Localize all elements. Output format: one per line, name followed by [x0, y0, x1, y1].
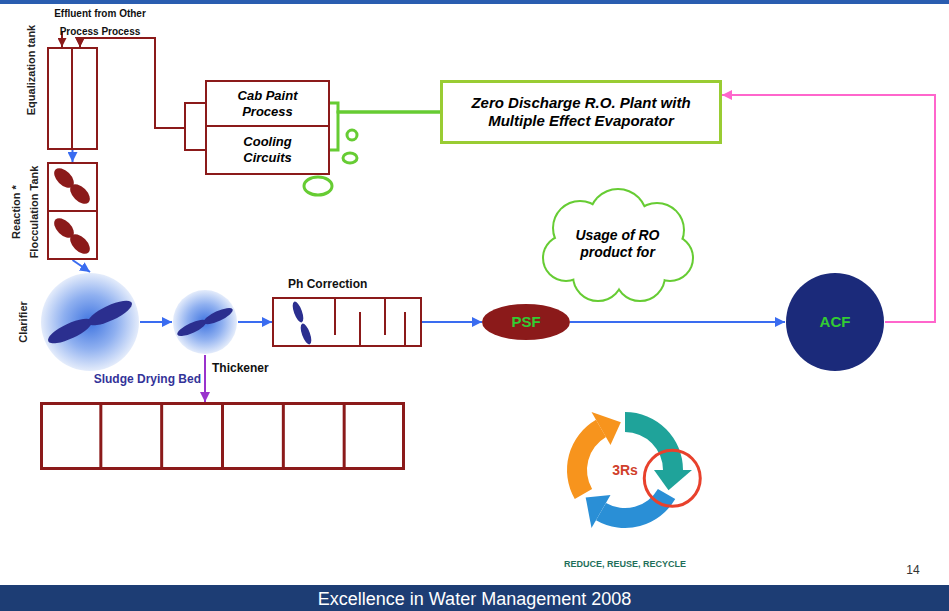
- process-box: Cab Paint Process: [205, 80, 330, 127]
- text-holder: Reaction * Flocculation Tank: [6, 152, 42, 272]
- node-text: Thickener: [212, 361, 269, 375]
- flow-line: [330, 112, 440, 150]
- mixer-blade: [290, 300, 305, 323]
- text-holder: Sludge Drying Bed: [91, 369, 201, 387]
- label-text: 14: [906, 563, 919, 577]
- text-holder: Usage of RO product for: [540, 188, 695, 300]
- thought-bubble: [347, 130, 357, 140]
- sludge-drying-bed: Sludge Drying Bed: [40, 402, 405, 470]
- text-holder: PSF: [482, 304, 570, 340]
- thought-bubble: [304, 177, 332, 195]
- label-text: Excellence in Water Management 2008: [318, 589, 632, 609]
- bed-cell-wall: [221, 402, 224, 470]
- recycle-arrow: [567, 420, 606, 499]
- node-text: Cab Paint Process: [223, 88, 312, 119]
- clarifier: Clarifier: [40, 272, 140, 372]
- node-text: Reaction * Flocculation Tank: [10, 166, 40, 259]
- node-text: Ph Correction: [288, 277, 367, 291]
- equalization-tank: Equalization tank: [47, 47, 98, 150]
- ph-correction-tank: Ph Correction: [272, 297, 422, 347]
- tank-divider: [47, 210, 98, 212]
- baffle: [359, 312, 361, 347]
- process-box: Cooling Circuits: [205, 125, 330, 175]
- node-text: Sludge Drying Bed: [94, 372, 201, 386]
- node-text: Zero Discharge R.O. Plant with Multiple …: [457, 94, 705, 130]
- recycle-arrowhead: [586, 495, 611, 528]
- flow-line: [204, 355, 206, 402]
- acf-filter: ACF: [785, 272, 885, 372]
- flow-line: [73, 260, 91, 272]
- label-text: Effluent from Other Process Process: [54, 8, 146, 37]
- ro-plant-box: Zero Discharge R.O. Plant with Multiple …: [440, 80, 722, 144]
- label-text: REDUCE, REUSE, RECYCLE: [564, 559, 686, 569]
- baffle: [334, 297, 336, 335]
- flow-line: [238, 321, 272, 323]
- node-text: PSF: [511, 313, 540, 331]
- text-holder: Cab Paint Process: [207, 82, 328, 125]
- flow-line: [140, 321, 172, 323]
- footer-text: Excellence in Water Management 2008: [0, 589, 949, 611]
- thought-bubble: [343, 153, 357, 163]
- paddle: [67, 231, 94, 258]
- text-holder: Equalization tank: [21, 15, 39, 125]
- footer-band: [0, 585, 949, 611]
- node-text: Usage of RO product for: [570, 227, 665, 261]
- logo-text: 3Rs: [600, 461, 650, 479]
- flow-line: [80, 38, 205, 128]
- top-strip: [0, 0, 949, 4]
- paddle: [67, 181, 94, 208]
- bed-cell-wall: [343, 402, 346, 470]
- baffle: [404, 312, 406, 347]
- flow-line: [422, 321, 482, 323]
- text-holder: Thickener: [212, 358, 292, 376]
- flow-line: [570, 321, 785, 323]
- text-holder: Ph Correction: [288, 274, 408, 292]
- psf-filter: PSF: [482, 304, 570, 340]
- thought-cloud: Usage of RO product for: [540, 188, 695, 300]
- text-holder: Clarifier: [13, 277, 31, 367]
- text-holder: Zero Discharge R.O. Plant with Multiple …: [443, 83, 719, 141]
- text-holder: ACF: [785, 272, 885, 372]
- highlight-circle: [644, 450, 700, 506]
- flow-line: [80, 38, 205, 150]
- circle-outline: [172, 289, 238, 355]
- baffle: [384, 297, 386, 335]
- node-text: Clarifier: [17, 301, 29, 343]
- thickener: Thickener: [172, 289, 238, 355]
- bed-cell-wall: [282, 402, 285, 470]
- node-text: Equalization tank: [25, 25, 37, 115]
- flow-line: [72, 150, 74, 162]
- tank-divider: [71, 47, 73, 150]
- recycle-arrowhead: [654, 470, 692, 490]
- label-text: 3Rs: [612, 462, 638, 478]
- flocculation-tank: Reaction * Flocculation Tank: [47, 162, 98, 260]
- inflow-note: Effluent from Other Process Process: [40, 3, 160, 39]
- circle-outline: [40, 272, 140, 372]
- page-number: 14: [898, 560, 928, 578]
- recycle-arrow: [625, 412, 683, 470]
- recycle-arrow: [596, 489, 675, 528]
- bed-cell-wall: [99, 402, 102, 470]
- mixer-blade: [298, 322, 313, 345]
- node-text: ACF: [820, 313, 851, 331]
- node-text: Cooling Circuits: [223, 134, 312, 165]
- logo-slogan: REDUCE, REUSE, RECYCLE: [545, 553, 705, 571]
- text-holder: Cooling Circuits: [207, 127, 328, 173]
- recycle-arrowhead: [592, 412, 621, 445]
- bed-cell-wall: [160, 402, 163, 470]
